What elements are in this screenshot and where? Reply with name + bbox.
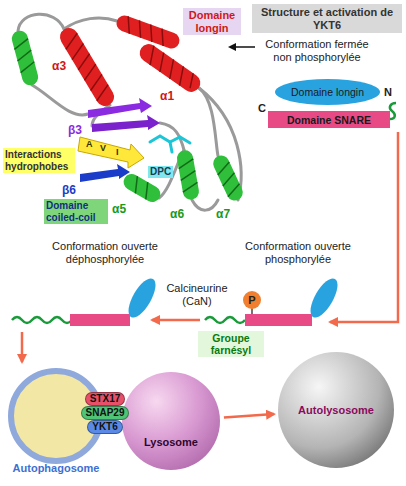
snare-pill: STX17 <box>85 392 126 406</box>
state-label: Conformation ouverte déphosphorylée <box>30 240 180 265</box>
enzyme-label: Calcineurine (CaN) <box>164 282 230 307</box>
dephospho-arrow <box>152 319 200 322</box>
helix-alpha6 <box>176 149 200 201</box>
node-text: Lysosome <box>122 436 220 448</box>
longin-ellipse: Domaine longin <box>275 79 380 105</box>
node-text: YKT6 <box>92 421 118 432</box>
residue-letter: V <box>100 143 106 153</box>
snare-pill: YKT6 <box>87 420 123 434</box>
farnesyl-squiggle <box>390 103 396 119</box>
pointer-arrow <box>230 46 255 48</box>
molecule-label: DPC <box>148 166 173 178</box>
domain-label: Domaine coiled-coil <box>44 199 108 224</box>
interaction-label: Interactions hydrophobes <box>3 148 75 173</box>
node-text: P <box>248 294 255 306</box>
dpc-molecule <box>150 136 190 152</box>
terminus-label: C <box>258 102 266 115</box>
snare-pill: SNAP29 <box>81 406 130 420</box>
strand-label: β3 <box>68 124 82 138</box>
strand-beta6 <box>80 164 130 182</box>
farnesyl-squiggle <box>12 317 72 323</box>
residue-letter: I <box>116 147 119 157</box>
farnesyl-squiggle <box>205 317 245 323</box>
node-text: SNAP29 <box>86 407 125 418</box>
helix-alpha7 <box>211 153 246 203</box>
longin-ellipse <box>305 274 343 321</box>
helix-label: α5 <box>112 203 126 217</box>
strand-label: β6 <box>62 184 76 198</box>
node-text: Domaine longin <box>291 86 364 98</box>
helix-green-left <box>10 29 40 87</box>
figure-title: Structure et activation de YKT6 <box>252 4 402 33</box>
node-text: STX17 <box>90 393 121 404</box>
snare-bar: Domaine SNARE <box>268 111 390 128</box>
autolysosome-sphere: Autolysosome <box>278 352 394 468</box>
longin-ellipse <box>123 274 161 321</box>
node-text: Domaine SNARE <box>287 114 371 126</box>
strand-yellow <box>78 137 144 168</box>
snare-bar <box>70 314 130 326</box>
snare-bar <box>245 314 312 326</box>
residue-letter: A <box>86 139 93 149</box>
group-label: Groupe farnésyl <box>198 331 264 357</box>
lysosome-sphere: Lysosome <box>122 372 220 470</box>
helix-label: α1 <box>160 90 174 104</box>
process-arrow <box>224 414 274 417</box>
loop-coils <box>18 14 241 210</box>
phospho-circle: P <box>243 291 261 309</box>
helix-label: α3 <box>52 60 66 74</box>
terminus-label: N <box>384 86 392 99</box>
helix-label: α7 <box>216 208 230 222</box>
domain-label: Domaine longin <box>183 8 241 35</box>
state-label: Conformation fermée non phosphorylée <box>258 38 376 63</box>
strand-purple <box>92 115 160 132</box>
helix-label: α6 <box>170 208 184 222</box>
state-label: Conformation ouverte phosphorylée <box>233 240 363 265</box>
node-text: Autophagosome <box>13 462 100 474</box>
activation-arrow <box>330 132 398 322</box>
strand-purple <box>88 98 152 118</box>
helix-alpha1 <box>136 41 204 96</box>
fusion-arrow <box>21 332 24 362</box>
node-text: Autolysosome <box>298 404 374 416</box>
